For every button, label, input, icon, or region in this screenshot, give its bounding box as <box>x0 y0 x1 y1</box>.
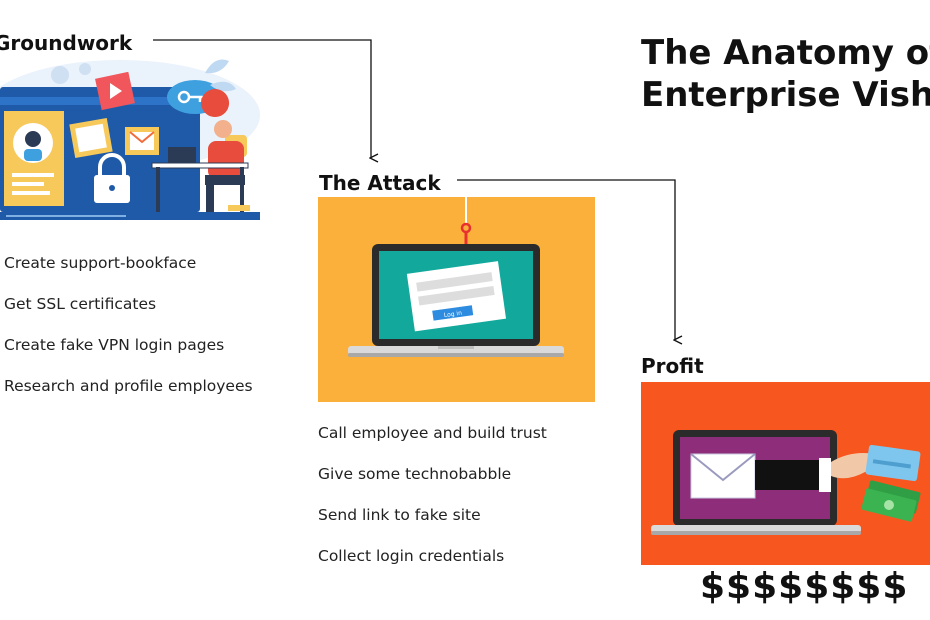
attack-item: Send link to fake site <box>318 506 481 524</box>
profit-heading: Profit <box>641 354 704 378</box>
attack-item: Collect login credentials <box>318 547 505 565</box>
profit-illustration <box>641 382 930 565</box>
page-title: The Anatomy of Enterprise Vishi <box>641 32 930 116</box>
groundwork-item: Create fake VPN login pages <box>4 336 225 354</box>
title-line-2: Enterprise Vishi <box>641 75 930 115</box>
attack-item: Give some technobabble <box>318 465 512 483</box>
attack-illustration: Log in <box>318 197 595 402</box>
login-button-label: Log in <box>443 310 462 319</box>
arrow-groundwork-to-attack <box>153 39 371 158</box>
attack-item: Call employee and build trust <box>318 424 547 442</box>
groundwork-illustration <box>0 59 260 220</box>
profit-amount: $$$$$$$$ <box>700 566 909 607</box>
groundwork-item: Create support-bookface <box>4 254 197 272</box>
attack-heading: The Attack <box>319 171 441 195</box>
arrow-attack-to-profit <box>457 179 675 340</box>
groundwork-item: Get SSL certificates <box>4 295 157 313</box>
groundwork-heading: Groundwork <box>0 31 133 55</box>
groundwork-item: Research and profile employees <box>4 377 253 395</box>
title-line-1: The Anatomy of <box>641 33 930 73</box>
